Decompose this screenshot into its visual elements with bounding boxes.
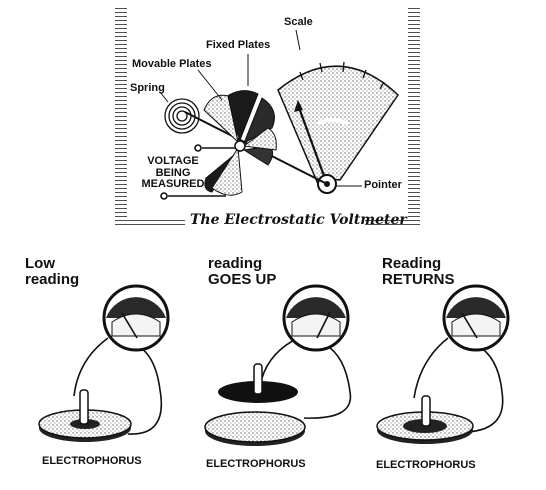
needle-high-2 bbox=[316, 311, 331, 339]
panel-1-caption: ELECTROPHORUS bbox=[42, 455, 142, 467]
panel-1-art bbox=[38, 284, 170, 442]
needle-low-3 bbox=[461, 312, 478, 339]
panel-1-heading-line1: Low bbox=[25, 255, 55, 272]
panel-2-heading: reading GOES UP bbox=[208, 256, 276, 288]
panel-2-heading-line1: reading bbox=[208, 255, 263, 272]
top-frame bbox=[115, 6, 420, 228]
label-voltage-measured: VOLTAGE BEING MEASURED bbox=[138, 155, 208, 191]
spring-coil bbox=[164, 98, 200, 134]
label-movable-plates: Movable Plates bbox=[132, 58, 212, 70]
label-fixed-plates: Fixed Plates bbox=[206, 39, 271, 51]
scale-dial bbox=[277, 61, 399, 186]
leader-lines bbox=[159, 29, 362, 187]
panel-3-heading-line1: Reading bbox=[382, 255, 442, 272]
panel-3-caption: ELECTROPHORUS bbox=[376, 459, 476, 471]
needle-low-1 bbox=[121, 312, 138, 339]
label-scale: Scale bbox=[284, 16, 313, 28]
panel-2-caption: ELECTROPHORUS bbox=[206, 458, 306, 470]
diagram-title: The Electrostatic Voltmeter bbox=[190, 212, 407, 228]
panel-2-heading-line2: GOES UP bbox=[208, 270, 277, 288]
panel-3-art bbox=[376, 284, 510, 444]
panel-2-art bbox=[204, 284, 352, 446]
label-voltage-line1: VOLTAGE bbox=[147, 155, 199, 167]
label-spring: Spring bbox=[130, 82, 165, 94]
panel-3-heading-line2: RETURNS bbox=[382, 270, 455, 288]
label-voltage-line3: MEASURED bbox=[141, 178, 205, 191]
panel-1-heading: Low reading bbox=[25, 256, 79, 288]
label-voltage-line2: BEING bbox=[155, 166, 191, 179]
panel-1-heading-line2: reading bbox=[25, 270, 80, 288]
panel-3-heading: Reading RETURNS bbox=[382, 256, 455, 288]
terminal-leads bbox=[160, 144, 236, 200]
label-pointer: Pointer bbox=[364, 179, 402, 191]
movable-plates bbox=[203, 94, 277, 196]
